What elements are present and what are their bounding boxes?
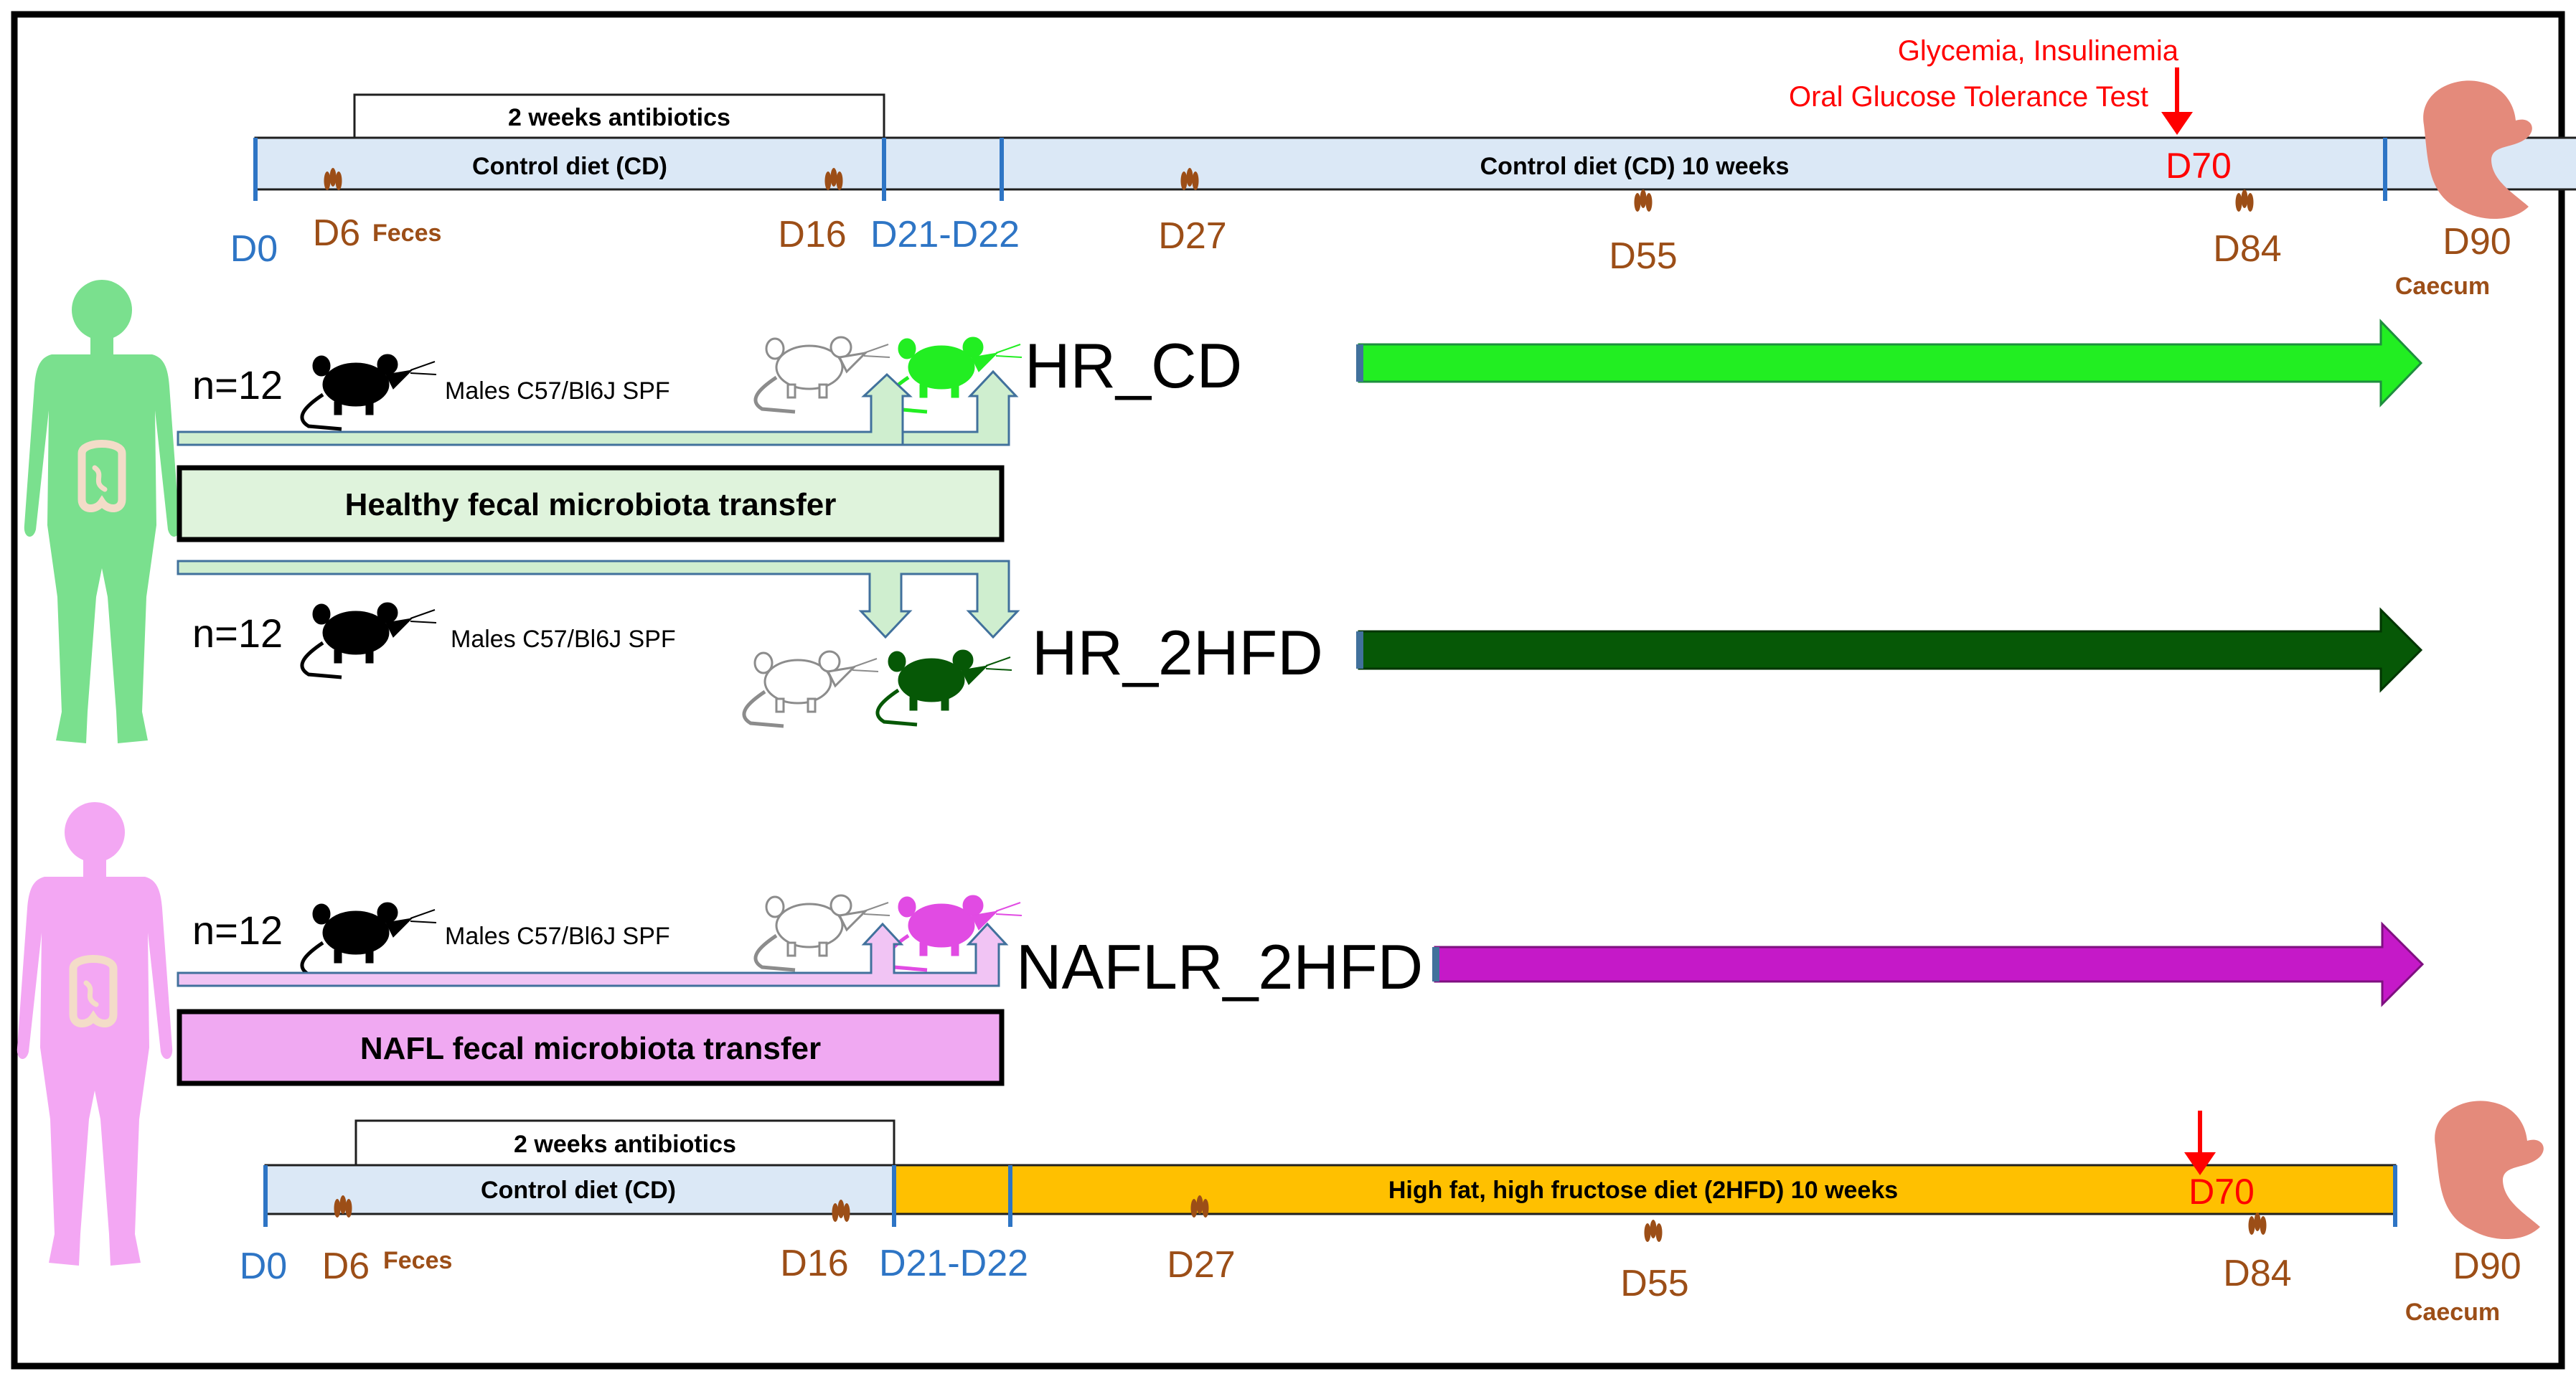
group-hr-2hfd: n=12 Males C57/Bl6J SPF HR_2HFD [177,560,2423,726]
bottom-day-d16: D16 [780,1243,848,1284]
bottom-day-d90: D90 [2453,1246,2521,1287]
naflr-mice-label: Males C57/Bl6J SPF [445,923,670,950]
healthy-transfer-label: Healthy fecal microbiota transfer [345,487,837,522]
bottom-antibiotics-label: 2 weeks antibiotics [514,1131,736,1158]
group-naflr-2hfd: n=12 Males C57/Bl6J SPF NAFLR_2HFD [177,895,2425,1007]
top-day-d0: D0 [230,228,278,270]
bottom-day-d6: D6 [322,1246,370,1287]
group-hr-cd: n=12 Males C57/Bl6J SPF HR_CD [177,319,2423,446]
bottom-phase1-label: Control diet (CD) [481,1177,676,1204]
healthy-transfer-box [177,465,1005,542]
bottom-phase2-label: High fat, high fructose diet (2HFD) 10 w… [1388,1177,1898,1204]
top-day-d90: D90 [2443,221,2511,263]
hr-cd-arrow-start-mark [1356,344,1363,382]
top-day-d27: D27 [1158,215,1226,257]
top-antibiotics-box [353,93,885,139]
top-caecum-label: Caecum [2395,273,2490,300]
annotation-glycemia: Glycemia, Insulinemia [1898,35,2179,67]
transfer-arrow-naflr [177,922,1009,987]
red-arrow-icon [2161,67,2193,135]
bottom-feces-label: Feces [383,1247,452,1274]
top-feces-label: Feces [372,220,441,247]
hr-cd-n-label: n=12 [192,362,283,408]
top-phase2-label: Control diet (CD) 10 weeks [1480,153,1790,180]
naflr-duration-arrow [1434,921,2425,1007]
bottom-day-d70: D70 [2189,1172,2255,1212]
top-antibiotics-label: 2 weeks antibiotics [508,104,730,131]
naflr-arrow-start-mark [1432,947,1439,981]
hr-2hfd-arrow-start-mark [1356,631,1363,669]
red-arrow-icon [2184,1111,2216,1175]
naflr-n-label: n=12 [192,908,283,953]
transfer-arrow-hr-2hfd [177,560,1020,639]
bottom-caecum-label: Caecum [2405,1299,2500,1326]
bottom-timeline-2hfd-bar [893,1164,2397,1215]
bottom-day-d21-d22: D21-D22 [879,1243,1028,1284]
top-timeline: 2 weeks antibiotics Control diet (CD) Co… [230,35,2576,300]
transfer-arrow-hr-cd [177,372,913,446]
top-day-d84: D84 [2213,228,2281,270]
naflr-group-name: NAFLR_2HFD [1016,931,1423,1002]
nafl-transfer-box [177,1009,1005,1086]
bottom-day-d84: D84 [2223,1253,2291,1294]
hr-cd-group-name: HR_CD [1025,330,1242,401]
hr-cd-mice-label: Males C57/Bl6J SPF [445,377,670,405]
top-phase1-label: Control diet (CD) [472,153,667,180]
hr-2hfd-n-label: n=12 [192,611,283,656]
bottom-timeline: 2 weeks antibiotics Control diet (CD) Hi… [240,1101,2544,1326]
transfer-arrow-hr-cd-2 [901,369,1019,446]
bottom-antibiotics-box [354,1119,896,1167]
top-day-d21-d22: D21-D22 [870,214,1020,255]
top-day-d6: D6 [313,212,360,254]
top-day-d55: D55 [1609,235,1677,277]
bottom-day-d55: D55 [1620,1263,1688,1304]
hr-2hfd-mice-label: Males C57/Bl6J SPF [451,626,676,653]
top-day-d70: D70 [2166,146,2232,186]
top-day-d16: D16 [778,214,846,255]
hr-cd-duration-arrow [1358,319,2423,408]
bottom-day-d27: D27 [1167,1244,1235,1286]
nafl-transfer-label: NAFL fecal microbiota transfer [360,1031,821,1066]
bottom-timeline-cd-bar [264,1164,896,1215]
hr-2hfd-duration-arrow [1358,607,2423,693]
bottom-day-d0: D0 [240,1246,287,1287]
hr-2hfd-group-name: HR_2HFD [1032,617,1323,688]
top-timeline-bar [254,136,2576,191]
annotation-ogtt: Oral Glucose Tolerance Test [1789,81,2148,113]
